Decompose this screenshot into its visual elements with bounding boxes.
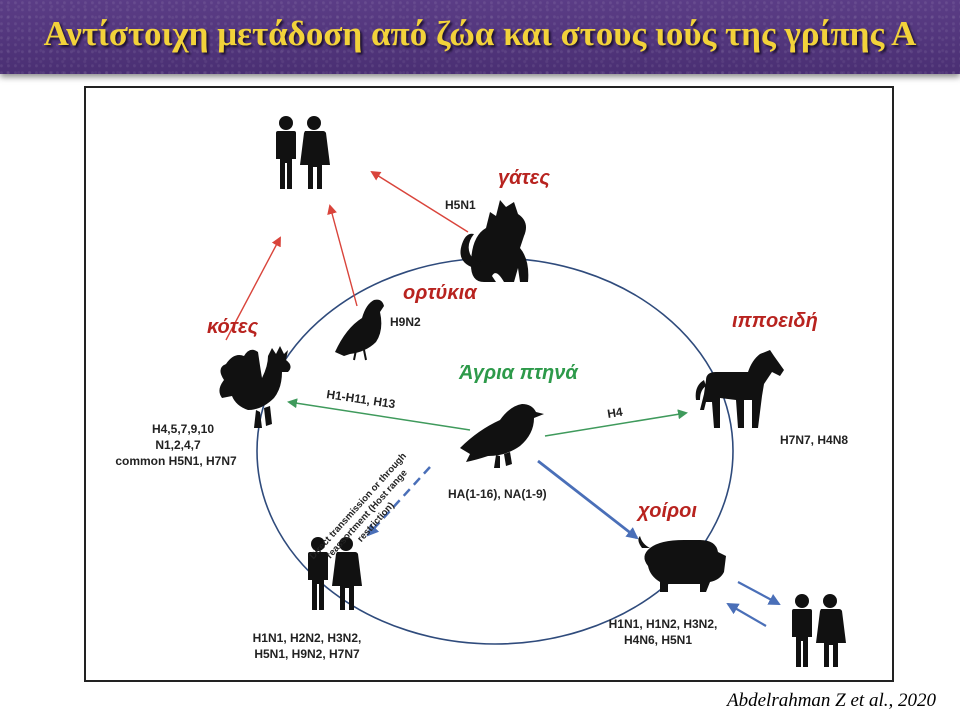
equines-subtypes: H7N7, H4N8 xyxy=(780,433,848,447)
chickens-subtypes-line2: N1,2,4,7 xyxy=(155,438,201,452)
chickens-arrow-label: H1-H11, H13 xyxy=(326,387,397,411)
arrow-quail-to-humans xyxy=(327,204,358,307)
slide-title: Αντίστοιχη μετάδοση από ζώα και στους ιο… xyxy=(43,14,917,53)
equines-label: ιπποειδή xyxy=(732,310,818,332)
cats-subtypes: H5N1 xyxy=(445,198,476,212)
wild-bird-icon xyxy=(460,404,544,468)
arrow-chicken-to-humans xyxy=(225,236,281,341)
citation-credit: Abdelrahman Z et al., 2020 xyxy=(727,690,936,711)
pigs-subtypes-line1: H1N1, H1N2, H3N2, xyxy=(609,617,718,631)
chickens-subtypes-line3: common H5N1, H7N7 xyxy=(115,454,237,468)
horse-icon xyxy=(695,350,784,428)
title-bar: Αντίστοιχη μετάδοση από ζώα και στους ιο… xyxy=(0,0,960,74)
arrow-wildbird-to-equines xyxy=(544,409,688,437)
humans-top-icon xyxy=(276,116,330,189)
cats-label: γάτες xyxy=(498,167,550,189)
pig-icon xyxy=(638,536,726,592)
arrow-pigs-to-humans xyxy=(737,581,781,605)
quail-subtypes: H9N2 xyxy=(390,315,421,329)
chickens-subtypes-line1: H4,5,7,9,10 xyxy=(152,422,214,436)
wild-birds-label: Άγρια πτηνά xyxy=(458,362,579,384)
dashed-arrow-label-line2: reassortment (Host range xyxy=(324,468,410,561)
quail-label: ορτύκια xyxy=(403,282,478,304)
humans-right-icon xyxy=(792,594,846,667)
arrow-wildbird-to-humans-dashed xyxy=(366,466,431,537)
arrow-humans-to-pigs xyxy=(726,602,767,627)
quail-icon xyxy=(335,299,384,361)
pigs-subtypes-line2: H4N6, H5N1 xyxy=(624,633,692,647)
arrow-wildbird-to-pigs xyxy=(537,459,639,540)
humans-subtypes-line1: H1N1, H2N2, H3N2, xyxy=(253,631,362,645)
arrow-cat-to-humans xyxy=(370,170,469,233)
cat-icon xyxy=(460,200,529,282)
chickens-label: κότες xyxy=(207,316,259,338)
arrow-wildbird-to-chickens xyxy=(287,398,471,431)
rooster-icon xyxy=(219,346,291,428)
pigs-label: χοίροι xyxy=(636,500,697,522)
wild-birds-subtypes: HA(1-16), NA(1-9) xyxy=(448,487,547,501)
humans-subtypes-line2: H5N1, H9N2, H7N7 xyxy=(254,647,360,661)
equines-arrow-label: H4 xyxy=(606,405,624,421)
